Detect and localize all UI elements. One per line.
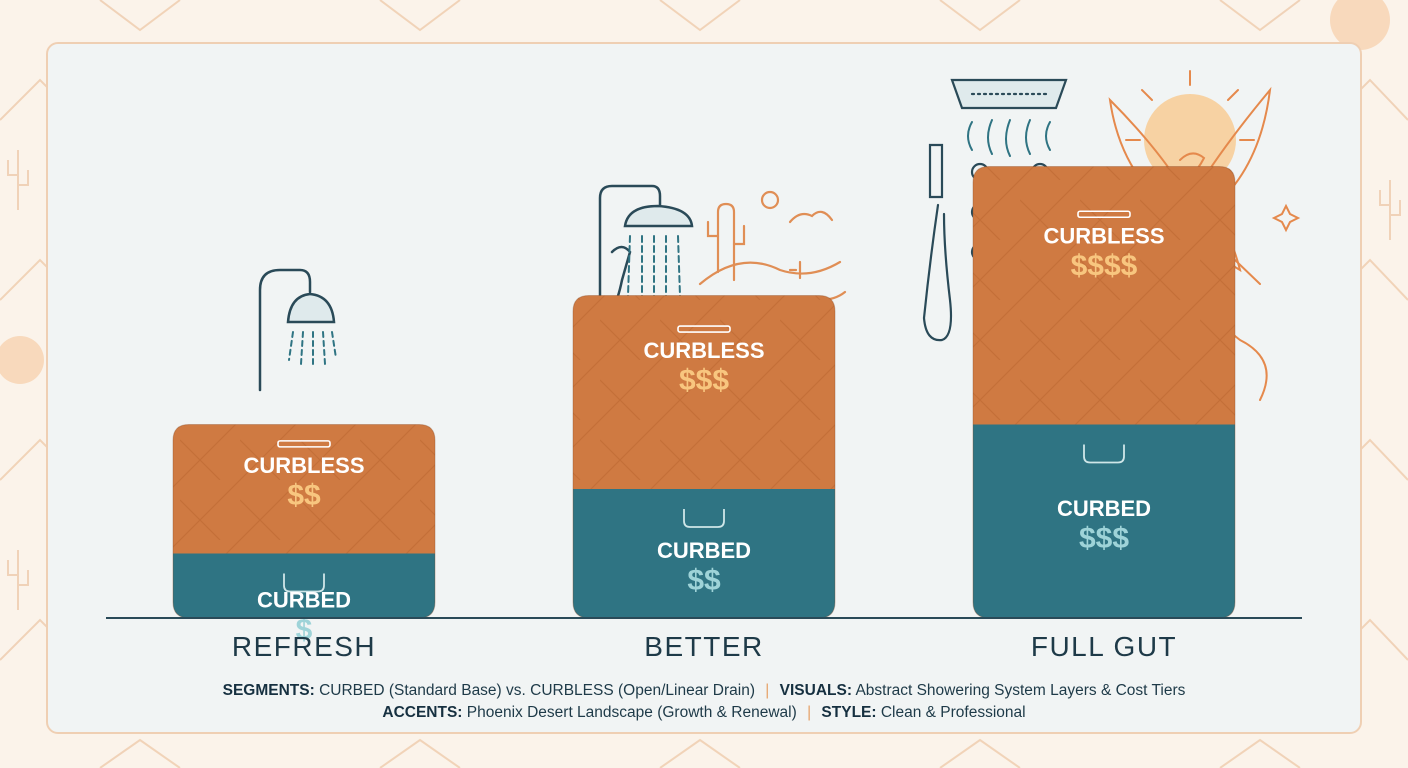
bar-curbed-2 xyxy=(573,489,835,618)
footer-value-segments: CURBED (Standard Base) vs. CURBLESS (Ope… xyxy=(319,682,755,699)
curbless-price-label: $$$$ xyxy=(1071,249,1138,282)
footer-line-1: SEGMENTS: CURBED (Standard Base) vs. CUR… xyxy=(0,682,1408,700)
curbless-price-label: $$ xyxy=(287,479,321,512)
bar-curbless-texture-1 xyxy=(173,424,435,554)
linear-drain-icon xyxy=(1077,210,1131,219)
bar-outline-1 xyxy=(172,424,436,619)
bar-curbless-texture-3 xyxy=(973,166,1235,425)
curbed-label: CURBED xyxy=(1057,496,1151,521)
curbed-price-label: $$$ xyxy=(1079,522,1129,555)
footer-key-segments: SEGMENTS: xyxy=(222,682,315,699)
footer-line-2: ACCENTS: Phoenix Desert Landscape (Growt… xyxy=(0,704,1408,722)
footer-value-accents: Phoenix Desert Landscape (Growth & Renew… xyxy=(466,704,797,721)
curbed-price-label: $ xyxy=(296,614,313,647)
curbless-price-label: $$$ xyxy=(679,364,729,397)
footer-value-style: Clean & Professional xyxy=(880,704,1026,721)
footer-key-visuals: VISUALS: xyxy=(779,682,852,699)
footer-key-style: STYLE: xyxy=(821,704,877,721)
footer-separator: | xyxy=(807,704,812,721)
bathtub-base-icon xyxy=(1083,444,1125,464)
curbless-label: CURBLESS xyxy=(1043,223,1164,248)
bar-outline-3 xyxy=(972,166,1236,619)
curbed-label: CURBED xyxy=(257,588,351,613)
bar-curbless-texture-2 xyxy=(573,295,835,489)
bar-curbed-1 xyxy=(173,553,435,618)
footer-separator: | xyxy=(765,682,770,699)
bar-outline-2 xyxy=(572,295,836,619)
x-tick-label: FULL GUT xyxy=(1031,631,1177,662)
bathtub-base-icon xyxy=(683,509,725,528)
linear-drain-icon xyxy=(677,325,731,333)
x-tick-label: BETTER xyxy=(644,631,763,662)
curbless-label: CURBLESS xyxy=(243,453,364,478)
footer-value-visuals: Abstract Showering System Layers & Cost … xyxy=(855,682,1186,699)
bar-curbed-3 xyxy=(973,424,1235,618)
x-tick-label: REFRESH xyxy=(232,631,376,662)
linear-drain-icon xyxy=(277,440,331,448)
rain-shower-head-icon xyxy=(258,268,337,392)
footer-key-accents: ACCENTS: xyxy=(382,704,463,721)
curbed-price-label: $$ xyxy=(687,564,721,597)
bathtub-base-icon xyxy=(283,573,325,593)
full-spa-phoenix-icon xyxy=(922,70,1301,401)
curbless-label: CURBLESS xyxy=(643,338,764,363)
curbed-label: CURBED xyxy=(657,538,751,563)
